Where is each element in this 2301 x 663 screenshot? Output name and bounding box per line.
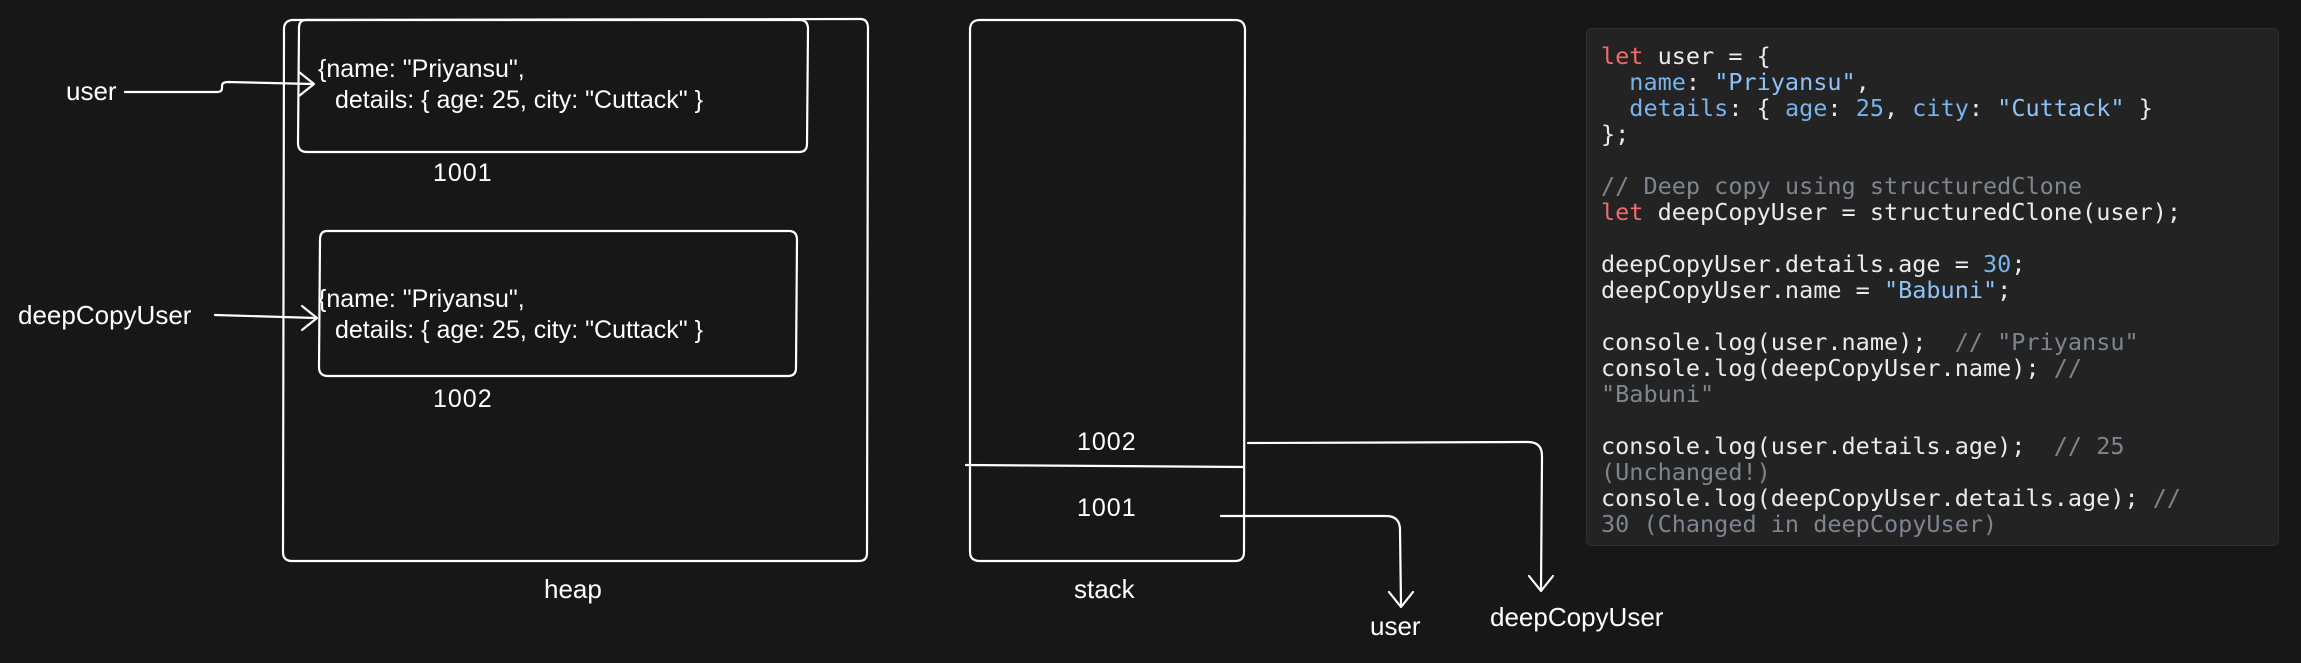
code-line: console.log(deepCopyUser.name); //: [1601, 355, 2278, 381]
heap-label: heap: [544, 574, 602, 604]
heap-address-1002: 1002: [433, 385, 493, 413]
code-token: deepCopyUser.details.age =: [1601, 250, 1984, 278]
code-line: console.log(user.name); // "Priyansu": [1601, 329, 2278, 355]
code-token: console.log(user.details.age);: [1601, 432, 2054, 460]
code-token: age: [1784, 94, 1828, 122]
code-line: name: "Priyansu",: [1601, 69, 2278, 95]
code-token: // "Priyansu": [1954, 328, 2139, 356]
stack-1001-arrowhead: [1387, 590, 1415, 609]
code-token: let: [1601, 42, 1644, 70]
code-token: ,: [1855, 68, 1870, 96]
code-token: console.log(deepCopyUser.name);: [1601, 354, 2054, 382]
code-line: [1601, 407, 2278, 433]
heap-object-1002-box: [317, 229, 799, 378]
code-token: ;: [2011, 250, 2026, 278]
code-line: (Unchanged!): [1601, 459, 2278, 485]
heap-object-1002-text: {name: "Priyansu", details: { age: 25, c…: [318, 284, 703, 346]
code-line: let user = {: [1601, 43, 2278, 69]
user-arrow: [123, 80, 315, 94]
stack-slot-1001: 1001: [1077, 494, 1137, 522]
code-token: details: [1629, 94, 1729, 122]
code-token: 30 (Changed in deepCopyUser): [1601, 510, 1998, 538]
stack-divider: [964, 463, 1246, 469]
stack-label: stack: [1074, 574, 1135, 604]
code-token: 25: [1855, 94, 1884, 122]
code-token: console.log(user.name);: [1601, 328, 1955, 356]
code-token: "Babuni": [1601, 380, 1715, 408]
code-token: deepCopyUser.name =: [1601, 276, 1884, 304]
heap-object-1002-line2: details: { age: 25, city: "Cuttack" }: [335, 316, 703, 344]
code-token: deepCopyUser = structuredClone(user);: [1643, 198, 2182, 226]
code-token: };: [1601, 120, 1630, 148]
code-line: details: { age: 25, city: "Cuttack" }: [1601, 95, 2278, 121]
code-token: city: [1912, 94, 1969, 122]
code-block: let user = { name: "Priyansu", details: …: [1601, 43, 2278, 537]
code-token: console.log(deepCopyUser.details.age);: [1601, 484, 2153, 512]
stack-output-deepcopyuser-label: deepCopyUser: [1490, 602, 1664, 632]
code-token: "Babuni": [1883, 276, 1998, 304]
code-token: }: [2124, 94, 2153, 122]
code-token: [1601, 68, 1629, 96]
code-token: :: [1685, 68, 1715, 96]
code-token: ,: [1883, 94, 1913, 122]
code-token: // Deep copy using structuredClone: [1601, 172, 2083, 200]
heap-address-1001: 1001: [433, 159, 493, 187]
stack-1001-arrow: [1219, 514, 1403, 608]
code-token: "Priyansu": [1714, 68, 1856, 96]
code-token: // 25: [2053, 432, 2125, 460]
deepcopyuser-arrow: [213, 313, 318, 320]
code-line: console.log(user.details.age); // 25: [1601, 433, 2278, 459]
code-line: deepCopyUser.name = "Babuni";: [1601, 277, 2278, 303]
heap-object-1001-box: [296, 18, 810, 154]
code-token: [1601, 94, 1629, 122]
code-panel: let user = { name: "Priyansu", details: …: [1586, 28, 2279, 546]
deepcopyuser-arrowhead: [300, 304, 319, 332]
code-line: };: [1601, 121, 2278, 147]
stack-box: [968, 18, 1247, 563]
user-arrowhead: [297, 70, 316, 98]
heap-object-1001-text: {name: "Priyansu", details: { age: 25, c…: [318, 54, 703, 116]
heap-object-1001-line2: details: { age: 25, city: "Cuttack" }: [335, 86, 703, 114]
code-line: "Babuni": [1601, 381, 2278, 407]
heap-object-1001-line1: {name: "Priyansu",: [318, 55, 525, 83]
code-line: [1601, 303, 2278, 329]
stack-1002-arrowhead: [1527, 574, 1555, 593]
code-line: let deepCopyUser = structuredClone(user)…: [1601, 199, 2278, 225]
code-token: :: [1968, 94, 1998, 122]
stack-1002-arrow: [1246, 440, 1544, 592]
code-token: let: [1601, 198, 1644, 226]
user-variable-label: user: [66, 76, 117, 106]
code-token: //: [2053, 354, 2083, 382]
code-token: : {: [1728, 94, 1785, 122]
code-line: [1601, 225, 2278, 251]
code-token: (Unchanged!): [1601, 458, 1771, 486]
deepcopyuser-variable-label: deepCopyUser: [18, 300, 192, 330]
code-token: name: [1629, 68, 1686, 96]
code-line: 30 (Changed in deepCopyUser): [1601, 511, 2278, 537]
code-line: [1601, 147, 2278, 173]
code-token: ;: [1997, 276, 2012, 304]
code-line: deepCopyUser.details.age = 30;: [1601, 251, 2278, 277]
code-token: 30: [1983, 250, 2012, 278]
code-line: console.log(deepCopyUser.details.age); /…: [1601, 485, 2278, 511]
code-token: :: [1827, 94, 1856, 122]
code-token: //: [2152, 484, 2182, 512]
code-token: "Cuttack": [1997, 94, 2125, 122]
code-token: user = {: [1643, 42, 1771, 70]
stack-slot-1002: 1002: [1077, 428, 1137, 456]
code-line: // Deep copy using structuredClone: [1601, 173, 2278, 199]
heap-box: [281, 17, 870, 563]
stack-output-user-label: user: [1370, 611, 1421, 641]
heap-object-1002-line1: {name: "Priyansu",: [318, 285, 525, 313]
